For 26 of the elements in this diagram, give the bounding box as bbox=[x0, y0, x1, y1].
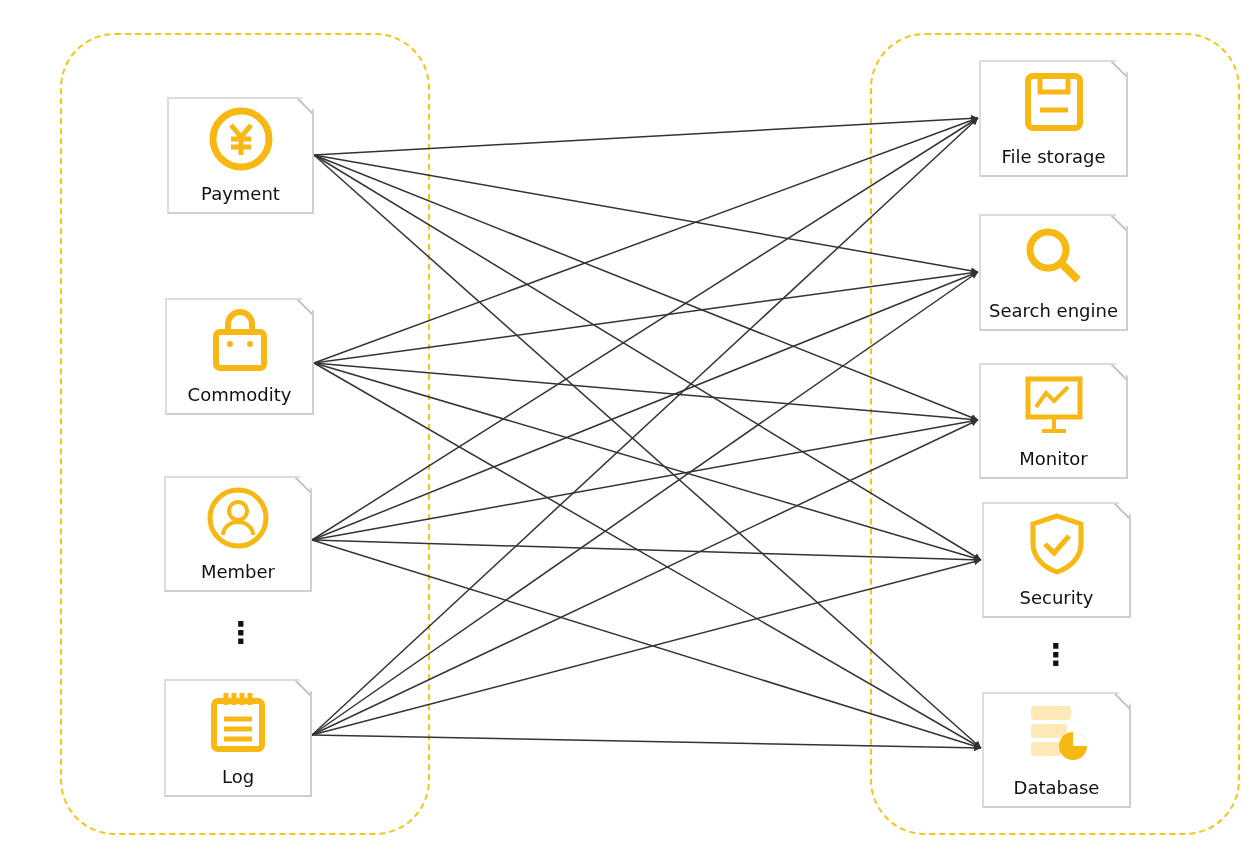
ellipsis-mark: ⋮ bbox=[226, 618, 256, 648]
service-card bbox=[979, 60, 1128, 177]
group-frame bbox=[870, 33, 1240, 835]
service-card bbox=[164, 679, 312, 797]
service-card bbox=[167, 97, 314, 214]
node-label: Member bbox=[200, 561, 275, 582]
node-label: File storage bbox=[1001, 146, 1106, 167]
service-card bbox=[165, 298, 314, 415]
node-label: Log bbox=[221, 766, 255, 787]
service-card bbox=[164, 476, 312, 592]
service-card bbox=[979, 363, 1128, 479]
service-card bbox=[982, 502, 1131, 618]
arrow bbox=[311, 734, 982, 752]
node-label: Database bbox=[1013, 777, 1100, 798]
node-label: Payment bbox=[201, 183, 280, 204]
node-label: Commodity bbox=[187, 384, 292, 405]
arrow bbox=[313, 114, 979, 156]
arrow bbox=[311, 539, 982, 750]
group-frame bbox=[60, 33, 430, 835]
arrow bbox=[313, 362, 982, 749]
service-card bbox=[982, 692, 1131, 808]
node-label: Search engine bbox=[989, 300, 1118, 321]
ellipsis-mark: ⋮ bbox=[1041, 640, 1071, 670]
service-card bbox=[979, 214, 1128, 331]
node-label: Monitor bbox=[1019, 448, 1088, 469]
node-label: Security bbox=[1019, 587, 1094, 608]
